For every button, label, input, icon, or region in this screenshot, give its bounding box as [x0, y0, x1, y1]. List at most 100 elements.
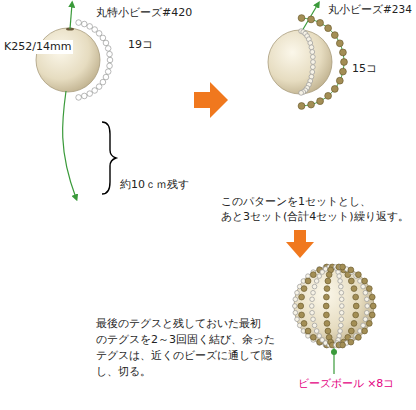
- round-bead: [348, 278, 354, 284]
- small-bead: [311, 290, 316, 295]
- small-bead: [339, 323, 344, 328]
- small-bead: [310, 50, 315, 55]
- round-bead: [355, 334, 361, 340]
- step-two: [268, 4, 332, 94]
- part-name: K252/14mm: [2, 40, 73, 54]
- small-bead: [299, 90, 304, 95]
- seed-beads: [76, 15, 376, 348]
- small-bead: [82, 21, 88, 27]
- instruction: 最後のテグスと残しておいた最初 のテグスを2～3回固く結び、余った テグスは、近…: [96, 316, 292, 380]
- small-bead: [311, 317, 316, 322]
- round-bead: [362, 278, 368, 284]
- small-bead: [107, 51, 113, 57]
- small-bead: [339, 297, 344, 302]
- round-bead: [310, 334, 316, 340]
- small-bead: [103, 74, 109, 80]
- small-bead: [339, 290, 344, 295]
- round-bead: [355, 272, 361, 278]
- bracket: [102, 122, 116, 194]
- step-arrow: [194, 82, 228, 118]
- small-bead: [293, 297, 298, 302]
- round-bead: [341, 59, 348, 66]
- small-bead: [365, 304, 370, 309]
- wood-bead: [294, 266, 374, 346]
- small-bead: [306, 334, 311, 339]
- round-bead: [325, 278, 331, 284]
- small-bead: [107, 57, 113, 63]
- step-arrow: [286, 230, 314, 258]
- small-bead: [340, 304, 345, 309]
- small-bead: [105, 69, 111, 75]
- round-bead: [317, 19, 324, 26]
- small-bead: [103, 40, 109, 46]
- small-bead: [295, 290, 300, 295]
- round-bead: [366, 321, 372, 327]
- thread: [302, 18, 344, 106]
- small-bead: [339, 317, 344, 322]
- result-label: ビーズボール ×8コ: [296, 376, 396, 391]
- small-bead: [309, 45, 314, 50]
- small-bead: [310, 297, 315, 302]
- small-bead: [76, 20, 82, 26]
- small-bead: [107, 63, 113, 69]
- small-bead: [363, 317, 368, 322]
- round-bead: [324, 286, 330, 292]
- thread: [79, 23, 110, 98]
- round-bead: [325, 328, 331, 334]
- round-bead: [325, 92, 332, 99]
- round-bead: [310, 272, 316, 278]
- round-bead: [301, 286, 307, 292]
- small-bead: [311, 60, 316, 65]
- small-bead: [310, 70, 315, 75]
- round-bead: [323, 294, 329, 300]
- round-bead: [369, 312, 375, 318]
- small-bead: [87, 91, 93, 97]
- round-bead: [305, 278, 311, 284]
- part-name: 丸特小ビーズ#420: [96, 6, 192, 20]
- round-bead: [308, 16, 315, 23]
- round-bead: [340, 49, 347, 56]
- round-bead: [325, 25, 332, 32]
- small-bead: [312, 284, 317, 289]
- wood-bead: [268, 30, 332, 94]
- small-bead: [337, 274, 342, 279]
- round-bead: [351, 321, 357, 327]
- count: 15コ: [352, 62, 377, 76]
- small-bead: [92, 88, 98, 94]
- bead-ball: [294, 266, 374, 374]
- small-bead: [82, 93, 88, 99]
- instruction: このパターンを1セットとし、 あと3セット(合計4セット)繰り返す。: [221, 194, 413, 224]
- small-bead: [363, 290, 368, 295]
- round-bead: [305, 328, 311, 334]
- thread-tail: [63, 91, 76, 198]
- round-bead: [362, 328, 368, 334]
- small-bead: [76, 95, 82, 101]
- small-bead: [314, 279, 319, 284]
- round-bead: [323, 312, 329, 318]
- small-bead: [361, 284, 366, 289]
- small-bead: [361, 323, 366, 328]
- part-name: 丸小ビーズ#234: [328, 2, 412, 16]
- round-bead: [331, 32, 338, 39]
- round-bead: [336, 40, 343, 47]
- small-bead: [338, 329, 343, 334]
- round-bead: [331, 86, 338, 93]
- small-bead: [309, 304, 314, 309]
- small-bead: [310, 310, 315, 315]
- small-bead: [338, 279, 343, 284]
- small-bead: [100, 35, 106, 41]
- round-bead: [353, 303, 359, 309]
- round-bead: [340, 342, 346, 348]
- round-bead: [348, 339, 354, 345]
- round-bead: [298, 15, 305, 22]
- round-bead: [351, 286, 357, 292]
- small-bead: [306, 274, 311, 279]
- round-bead: [299, 294, 305, 300]
- round-bead: [340, 264, 346, 270]
- small-bead: [105, 46, 111, 52]
- round-bead: [326, 272, 332, 278]
- small-bead: [339, 284, 344, 289]
- round-bead: [323, 303, 329, 309]
- small-bead: [292, 304, 297, 309]
- small-bead: [310, 65, 315, 70]
